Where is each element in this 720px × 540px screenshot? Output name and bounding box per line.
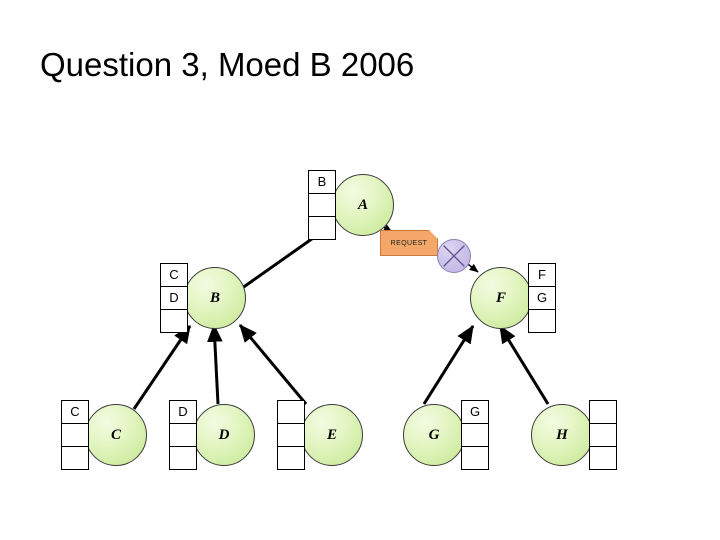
cross-icon <box>443 245 465 267</box>
node-f-cell-2 <box>529 309 555 333</box>
node-e-cell-1 <box>278 423 304 447</box>
page-title: Question 3, Moed B 2006 <box>40 46 415 83</box>
node-a[interactable]: A <box>332 174 394 236</box>
edge-d-to-b <box>207 323 223 405</box>
node-f-cell-0: F <box>529 263 555 287</box>
edge-g-to-f <box>422 324 475 405</box>
request-callout[interactable]: REQUEST <box>380 230 438 256</box>
node-d-cell-0: D <box>170 400 196 424</box>
node-b[interactable]: B <box>184 267 246 329</box>
node-g-cell-2 <box>462 446 488 470</box>
node-a-cell-1 <box>309 193 335 217</box>
node-h-table <box>589 399 617 470</box>
edge-c-to-b <box>132 325 192 410</box>
node-h-cell-0 <box>590 400 616 424</box>
node-g-label: G <box>428 426 440 443</box>
node-b-cell-0: C <box>161 263 187 287</box>
node-f-cell-1: G <box>529 286 555 310</box>
node-e-table <box>277 399 305 470</box>
node-h-cell-2 <box>590 446 616 470</box>
node-b-cell-1: D <box>161 286 187 310</box>
node-f[interactable]: F <box>470 267 532 329</box>
node-f-label: F <box>495 289 506 306</box>
node-a-cell-0: B <box>309 170 335 194</box>
node-e-cell-0 <box>278 400 304 424</box>
node-c-cell-0: C <box>62 400 88 424</box>
node-b-cell-2 <box>161 309 187 333</box>
edge-e-to-b <box>238 324 308 405</box>
node-c-table: C <box>61 399 89 470</box>
node-c-cell-2 <box>62 446 88 470</box>
node-g-cell-0: G <box>462 400 488 424</box>
node-h-label: H <box>556 426 568 443</box>
node-e-label: E <box>326 426 337 443</box>
node-c-cell-1 <box>62 423 88 447</box>
edge-h-to-f <box>498 324 550 405</box>
cut-edge-marker-icon <box>437 239 471 273</box>
node-a-table: B <box>308 169 336 240</box>
node-d-label: D <box>218 426 230 443</box>
node-c[interactable]: C <box>85 404 147 466</box>
request-callout-label: REQUEST <box>390 239 428 247</box>
node-h[interactable]: H <box>531 404 593 466</box>
node-e[interactable]: E <box>301 404 363 466</box>
node-g[interactable]: G <box>403 404 465 466</box>
node-c-label: C <box>110 426 121 443</box>
node-d-cell-1 <box>170 423 196 447</box>
node-d-cell-2 <box>170 446 196 470</box>
node-d-table: D <box>169 399 197 470</box>
node-b-label: B <box>209 289 220 306</box>
node-g-cell-1 <box>462 423 488 447</box>
node-a-cell-2 <box>309 216 335 240</box>
node-d[interactable]: D <box>193 404 255 466</box>
node-e-cell-2 <box>278 446 304 470</box>
callout-fold-corner <box>429 230 438 239</box>
node-a-label: A <box>357 196 368 213</box>
node-g-table: G <box>461 399 489 470</box>
node-h-cell-1 <box>590 423 616 447</box>
